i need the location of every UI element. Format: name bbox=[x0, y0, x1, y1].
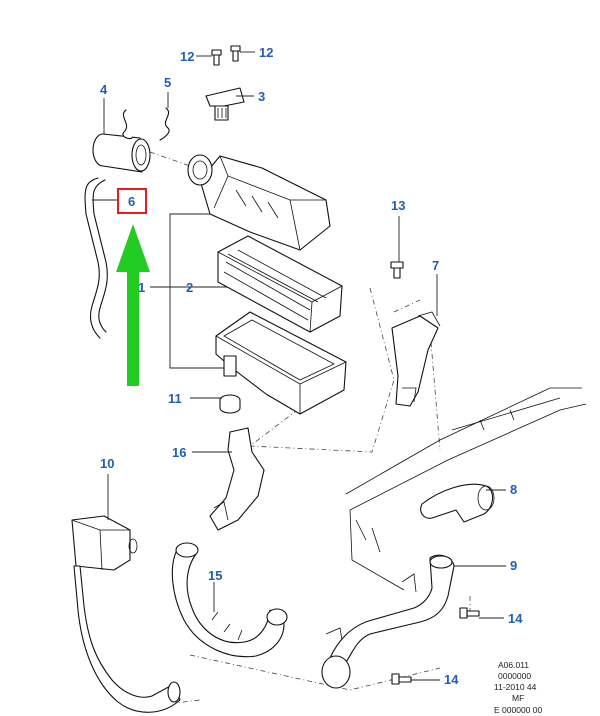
highlight-arrow bbox=[116, 224, 150, 386]
callout-12-left[interactable]: 12 bbox=[180, 49, 194, 64]
callout-7[interactable]: 7 bbox=[432, 258, 439, 273]
callout-11[interactable]: 11 bbox=[168, 391, 182, 406]
vehicle-body-panel bbox=[345, 387, 587, 591]
callout-8[interactable]: 8 bbox=[510, 482, 517, 497]
bolt-13[interactable] bbox=[390, 261, 404, 279]
bolt-14-upper[interactable] bbox=[459, 607, 480, 619]
grommet-11[interactable] bbox=[219, 394, 241, 414]
callout-16[interactable]: 16 bbox=[172, 445, 186, 460]
resonator-duct-7[interactable] bbox=[391, 311, 441, 407]
callout-2[interactable]: 2 bbox=[186, 280, 193, 295]
callout-4[interactable]: 4 bbox=[100, 82, 108, 97]
leader-lines bbox=[92, 51, 506, 681]
air-cleaner-lower-housing[interactable] bbox=[215, 311, 347, 415]
callout-12-right[interactable]: 12 bbox=[259, 45, 273, 60]
bolt-12-right[interactable] bbox=[230, 45, 241, 62]
callout-14-lower[interactable]: 14 bbox=[444, 672, 459, 687]
air-flow-sensor-3[interactable] bbox=[205, 87, 245, 121]
reference-block: A06.011 0000000 11-2010 44 MF E 000000 0… bbox=[494, 660, 542, 715]
intake-tube-9[interactable] bbox=[321, 554, 455, 689]
highlight-box bbox=[117, 188, 147, 214]
bolt-12-left[interactable] bbox=[211, 49, 222, 66]
intake-hose-15[interactable] bbox=[171, 542, 288, 658]
reference-line-5: E 000000 00 bbox=[494, 705, 542, 715]
callout-1[interactable]: 1 bbox=[138, 280, 145, 295]
intake-duct-8[interactable] bbox=[420, 483, 495, 523]
callout-9[interactable]: 9 bbox=[510, 558, 517, 573]
hose-clamp-4[interactable] bbox=[92, 133, 151, 173]
vent-hose-5[interactable] bbox=[122, 107, 170, 141]
air-filter-element-2[interactable] bbox=[217, 235, 343, 333]
bolt-14-lower[interactable] bbox=[391, 673, 412, 685]
reference-line-4: MF bbox=[512, 693, 524, 703]
callout-10[interactable]: 10 bbox=[100, 456, 114, 471]
mounting-bracket-16[interactable] bbox=[209, 427, 265, 531]
assembly-bracket bbox=[150, 213, 230, 369]
callout-13[interactable]: 13 bbox=[391, 198, 405, 213]
reference-line-3: 11-2010 44 bbox=[494, 682, 537, 692]
callout-5[interactable]: 5 bbox=[164, 75, 171, 90]
callout-3[interactable]: 3 bbox=[258, 89, 265, 104]
callout-14-upper[interactable]: 14 bbox=[508, 611, 523, 626]
callout-6[interactable]: 6 bbox=[128, 194, 135, 209]
air-intake-duct-10[interactable] bbox=[71, 515, 181, 713]
reference-line-2: 0000000 bbox=[498, 671, 531, 681]
reference-line-1: A06.011 bbox=[498, 660, 529, 670]
callout-15[interactable]: 15 bbox=[208, 568, 222, 583]
breather-tube-6[interactable] bbox=[84, 177, 108, 339]
air-cleaner-cover[interactable] bbox=[187, 154, 331, 251]
